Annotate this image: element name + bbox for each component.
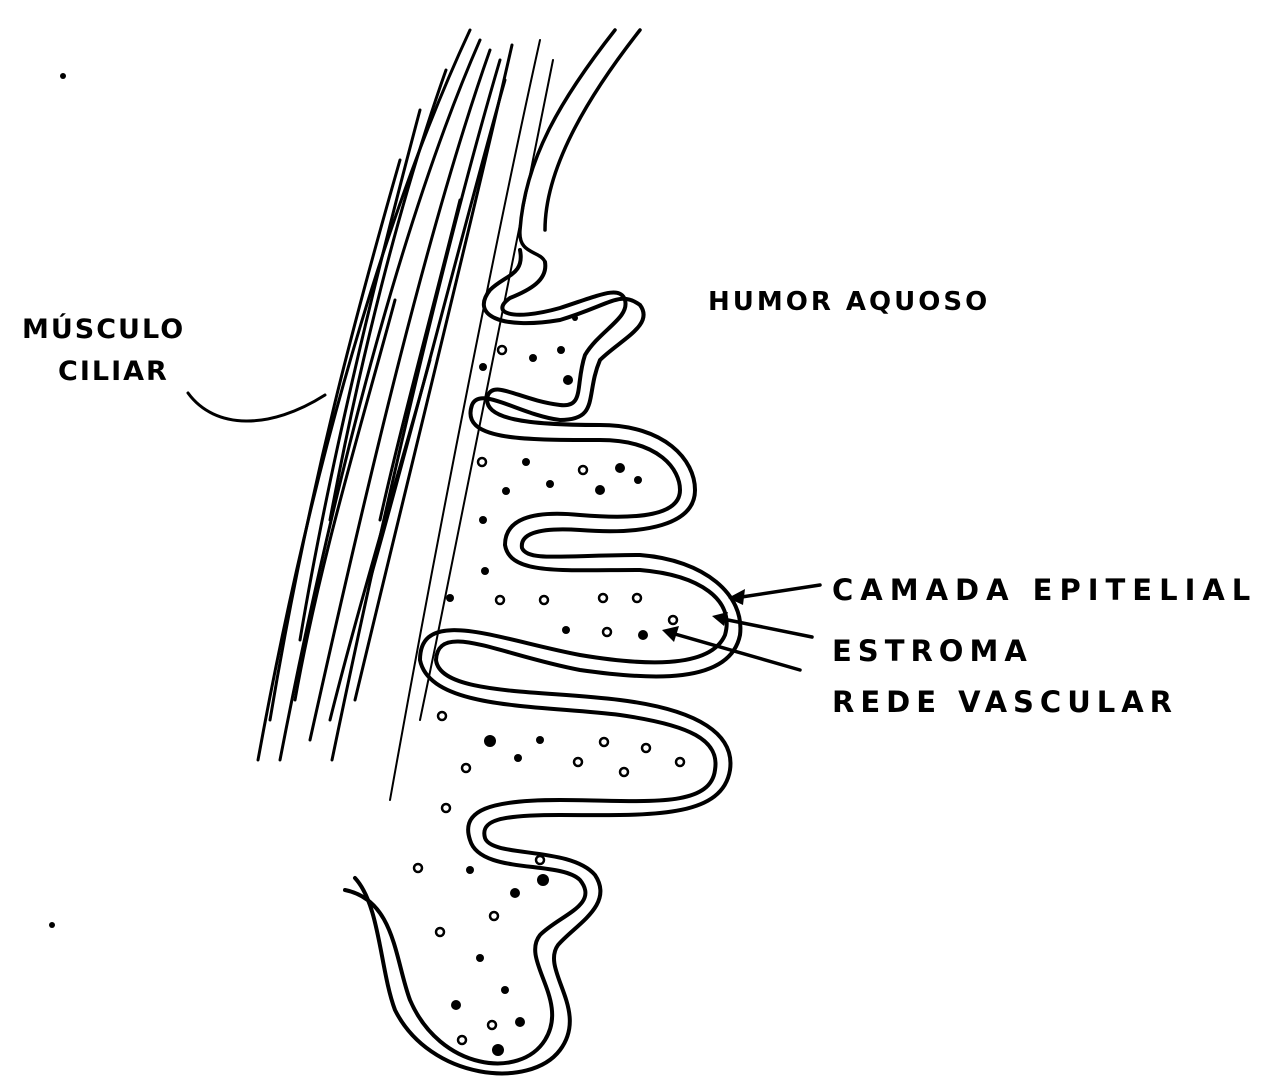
camada-pointer — [735, 585, 820, 598]
label-humor-aquoso: HUMOR AQUOSO — [708, 287, 990, 317]
musculo-leader-line — [188, 393, 325, 421]
camada-arrowhead — [728, 589, 745, 605]
epithelial-fold-outer — [345, 250, 727, 1063]
stray-dot — [49, 922, 55, 928]
rede-arrowhead — [662, 626, 679, 642]
label-musculo: MÚSCULO — [22, 313, 185, 345]
ciliary-muscle — [258, 30, 553, 800]
label-camada-epitelial: CAMADA EPITELIAL — [832, 573, 1257, 607]
outer-surface — [520, 30, 640, 262]
label-estroma: ESTROMA — [832, 634, 1033, 668]
label-rede-vascular: REDE VASCULAR — [832, 685, 1178, 719]
stray-dot — [60, 73, 66, 79]
label-ciliar: CILIAR — [58, 356, 169, 387]
rede-pointer — [668, 632, 800, 670]
estroma-pointer — [718, 618, 812, 637]
